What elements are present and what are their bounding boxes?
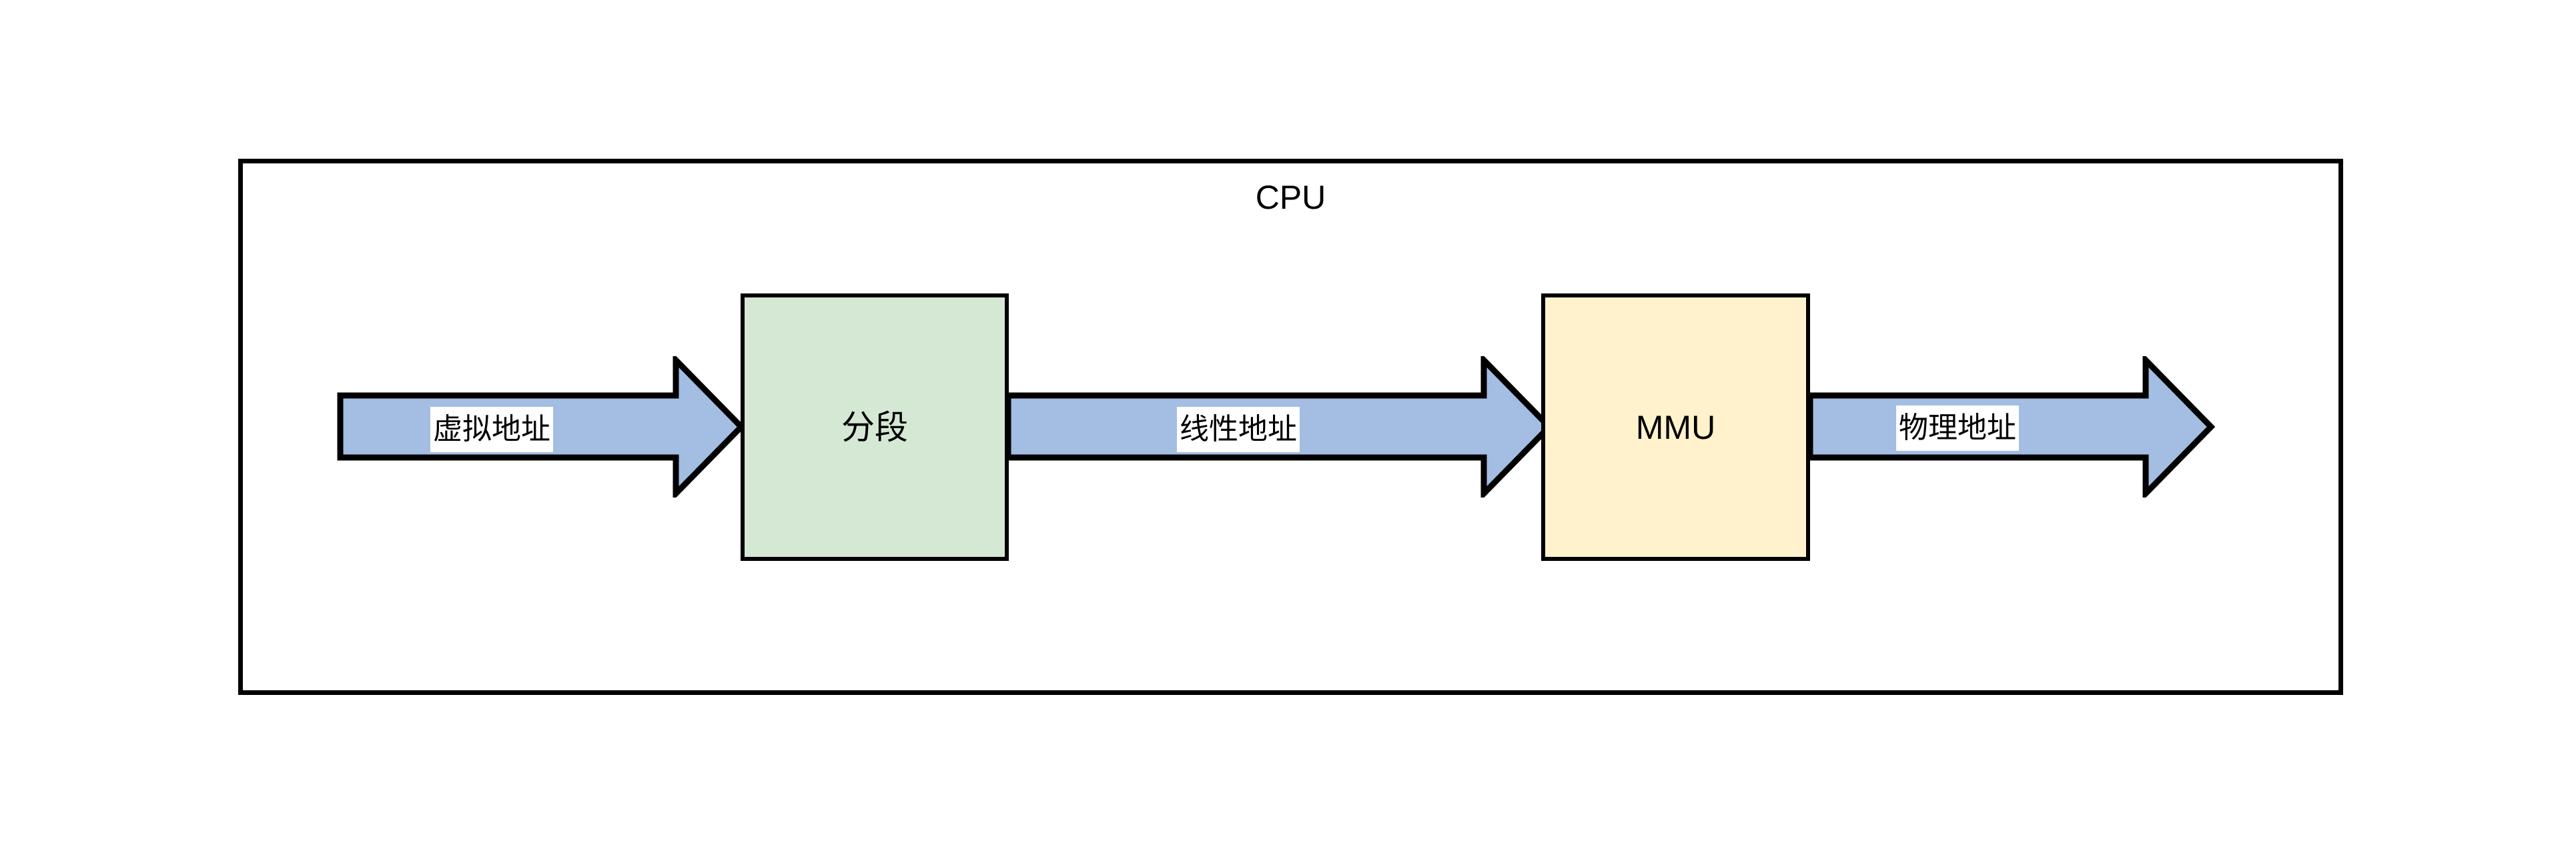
block-mmu-label: MMU <box>1635 408 1716 446</box>
block-mmu: MMU <box>1541 293 1810 561</box>
arrow-label-linear-address: 线性地址 <box>1177 407 1300 452</box>
cpu-title-label: CPU <box>1255 179 1326 216</box>
arrow-label-virtual-address: 虚拟地址 <box>430 407 553 452</box>
block-segmentation-label: 分段 <box>841 408 908 446</box>
arrow-label-physical-address: 物理地址 <box>1896 405 2019 451</box>
block-segmentation: 分段 <box>741 293 1009 561</box>
